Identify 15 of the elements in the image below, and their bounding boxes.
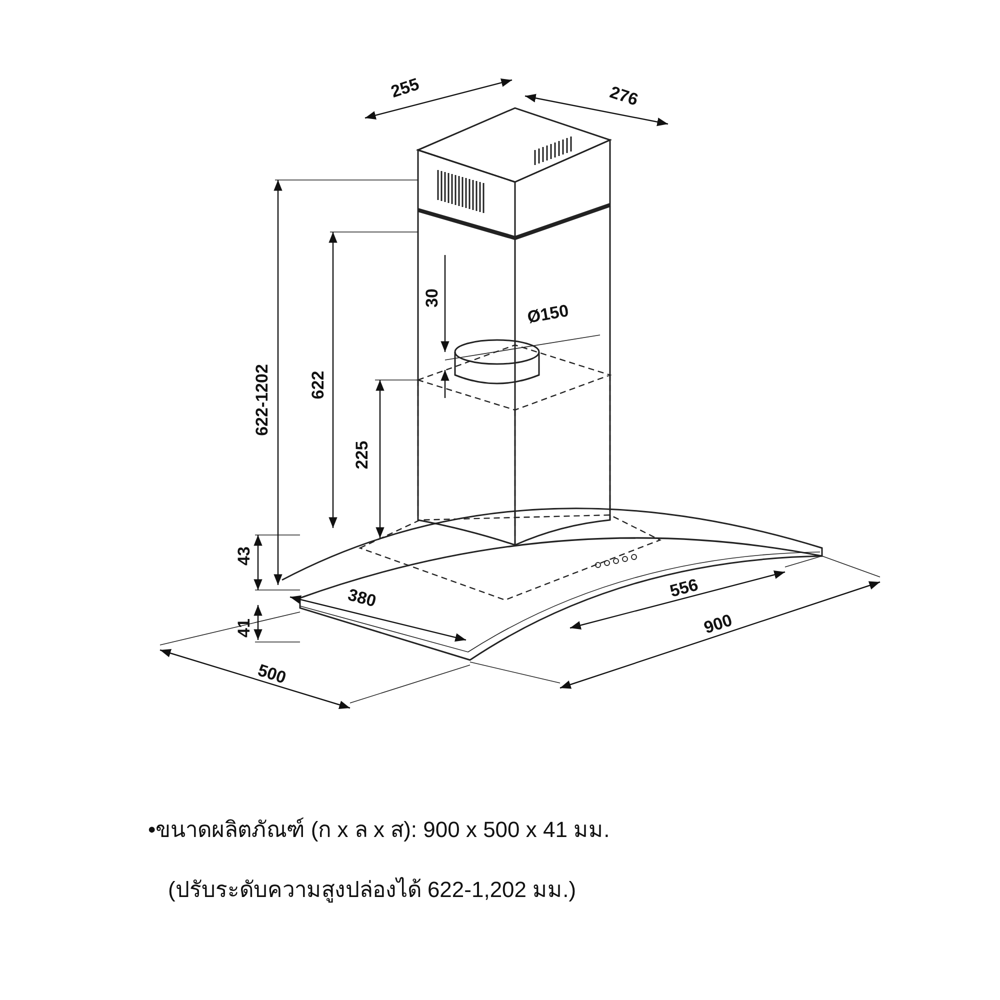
dimension-label: 622: [310, 370, 326, 400]
dimension-label: 43: [236, 546, 252, 566]
dimension-label: 556: [668, 576, 700, 600]
product-note: (ปรับระดับความสูงปล่องได้ 622-1,202 มม.): [168, 876, 576, 905]
dimension-label: 41: [236, 618, 252, 638]
product-note: •ขนาดผลิตภัณฑ์ (ก x ล x ส): 900 x 500 x 41 มม.: [148, 816, 610, 844]
dimension-label: 622-1202: [254, 364, 270, 436]
dimension-label: 30: [424, 288, 440, 308]
dimension-label: Ø150: [526, 302, 570, 326]
dimension-label: 500: [256, 662, 288, 686]
dimension-label: 276: [608, 84, 640, 108]
dimension-label: 380: [346, 586, 378, 610]
dimension-label: 255: [388, 76, 422, 100]
dimension-label: 225: [354, 440, 370, 470]
dimension-label: 900: [702, 612, 734, 636]
